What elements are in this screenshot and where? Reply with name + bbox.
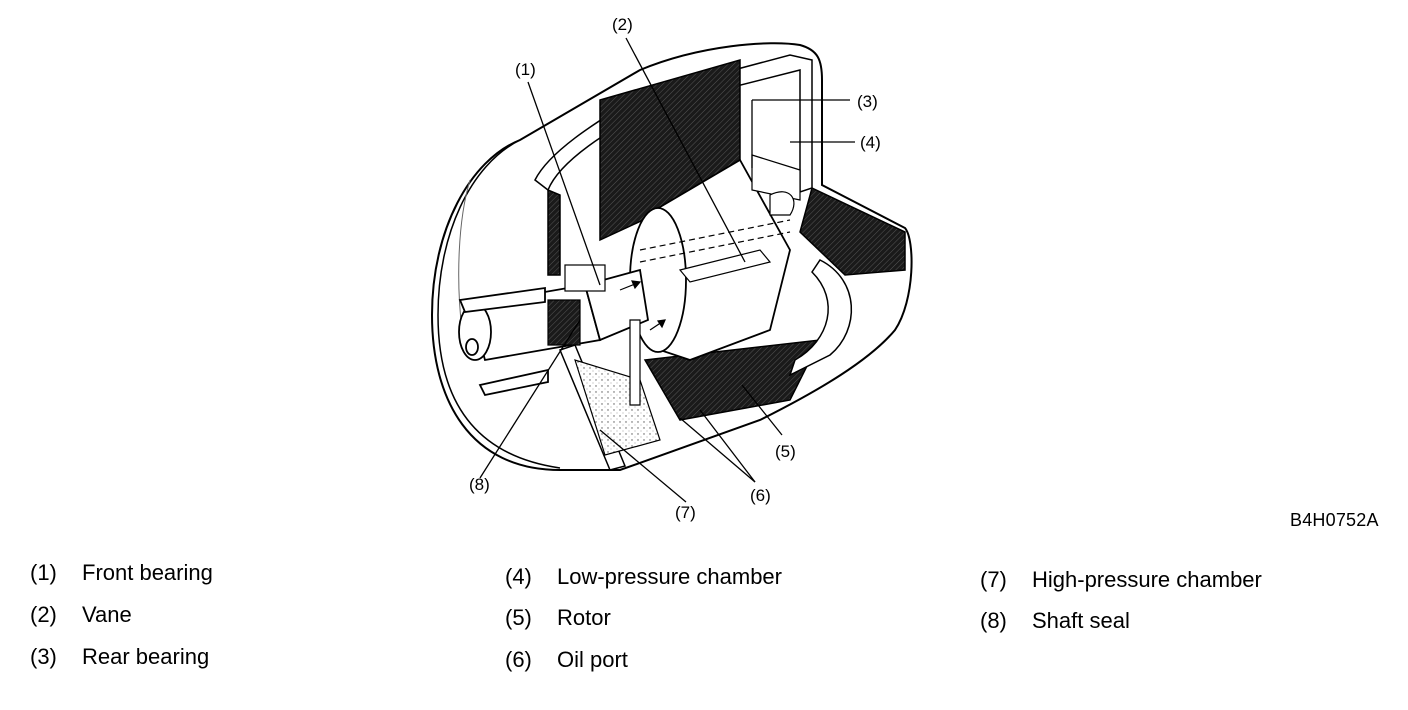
callout-4: (4): [860, 133, 881, 152]
legend-label: High-pressure chamber: [1032, 567, 1262, 592]
legend-number: (4): [505, 564, 532, 589]
front-face: [437, 139, 561, 469]
callout-1: (1): [515, 60, 536, 79]
legend-label: Front bearing: [82, 560, 213, 585]
callout-2: (2): [612, 15, 633, 34]
figure-code: B4H0752A: [1290, 510, 1379, 530]
legend-number: (5): [505, 605, 532, 630]
legend-number: (2): [30, 602, 57, 627]
legend-number: (7): [980, 567, 1007, 592]
legend-number: (8): [980, 608, 1007, 633]
legend-number: (1): [30, 560, 57, 585]
callout-leaders: [479, 37, 855, 503]
legend-label: Rear bearing: [82, 644, 210, 669]
compressor-cutaway-illustration: [430, 37, 913, 503]
legend-label: Low-pressure chamber: [557, 564, 782, 589]
legend-number: (3): [30, 644, 57, 669]
legend-number: (6): [505, 647, 532, 672]
callout-5: (5): [775, 442, 796, 461]
legend-label: Vane: [82, 602, 132, 627]
legend-label: Rotor: [557, 605, 611, 630]
compressor-cutaway-diagram: (1) (2) (3) (4) (5) (6) (7) (8) B4H0752A: [430, 15, 1379, 530]
callout-3: (3): [857, 92, 878, 111]
legend-label: Oil port: [557, 647, 628, 672]
callout-8: (8): [469, 475, 490, 494]
discharge-passage: [788, 259, 852, 377]
legend-label: Shaft seal: [1032, 608, 1130, 633]
flow-arrows: [619, 280, 666, 331]
callout-7: (7): [675, 503, 696, 522]
callout-6: (6): [750, 486, 771, 505]
